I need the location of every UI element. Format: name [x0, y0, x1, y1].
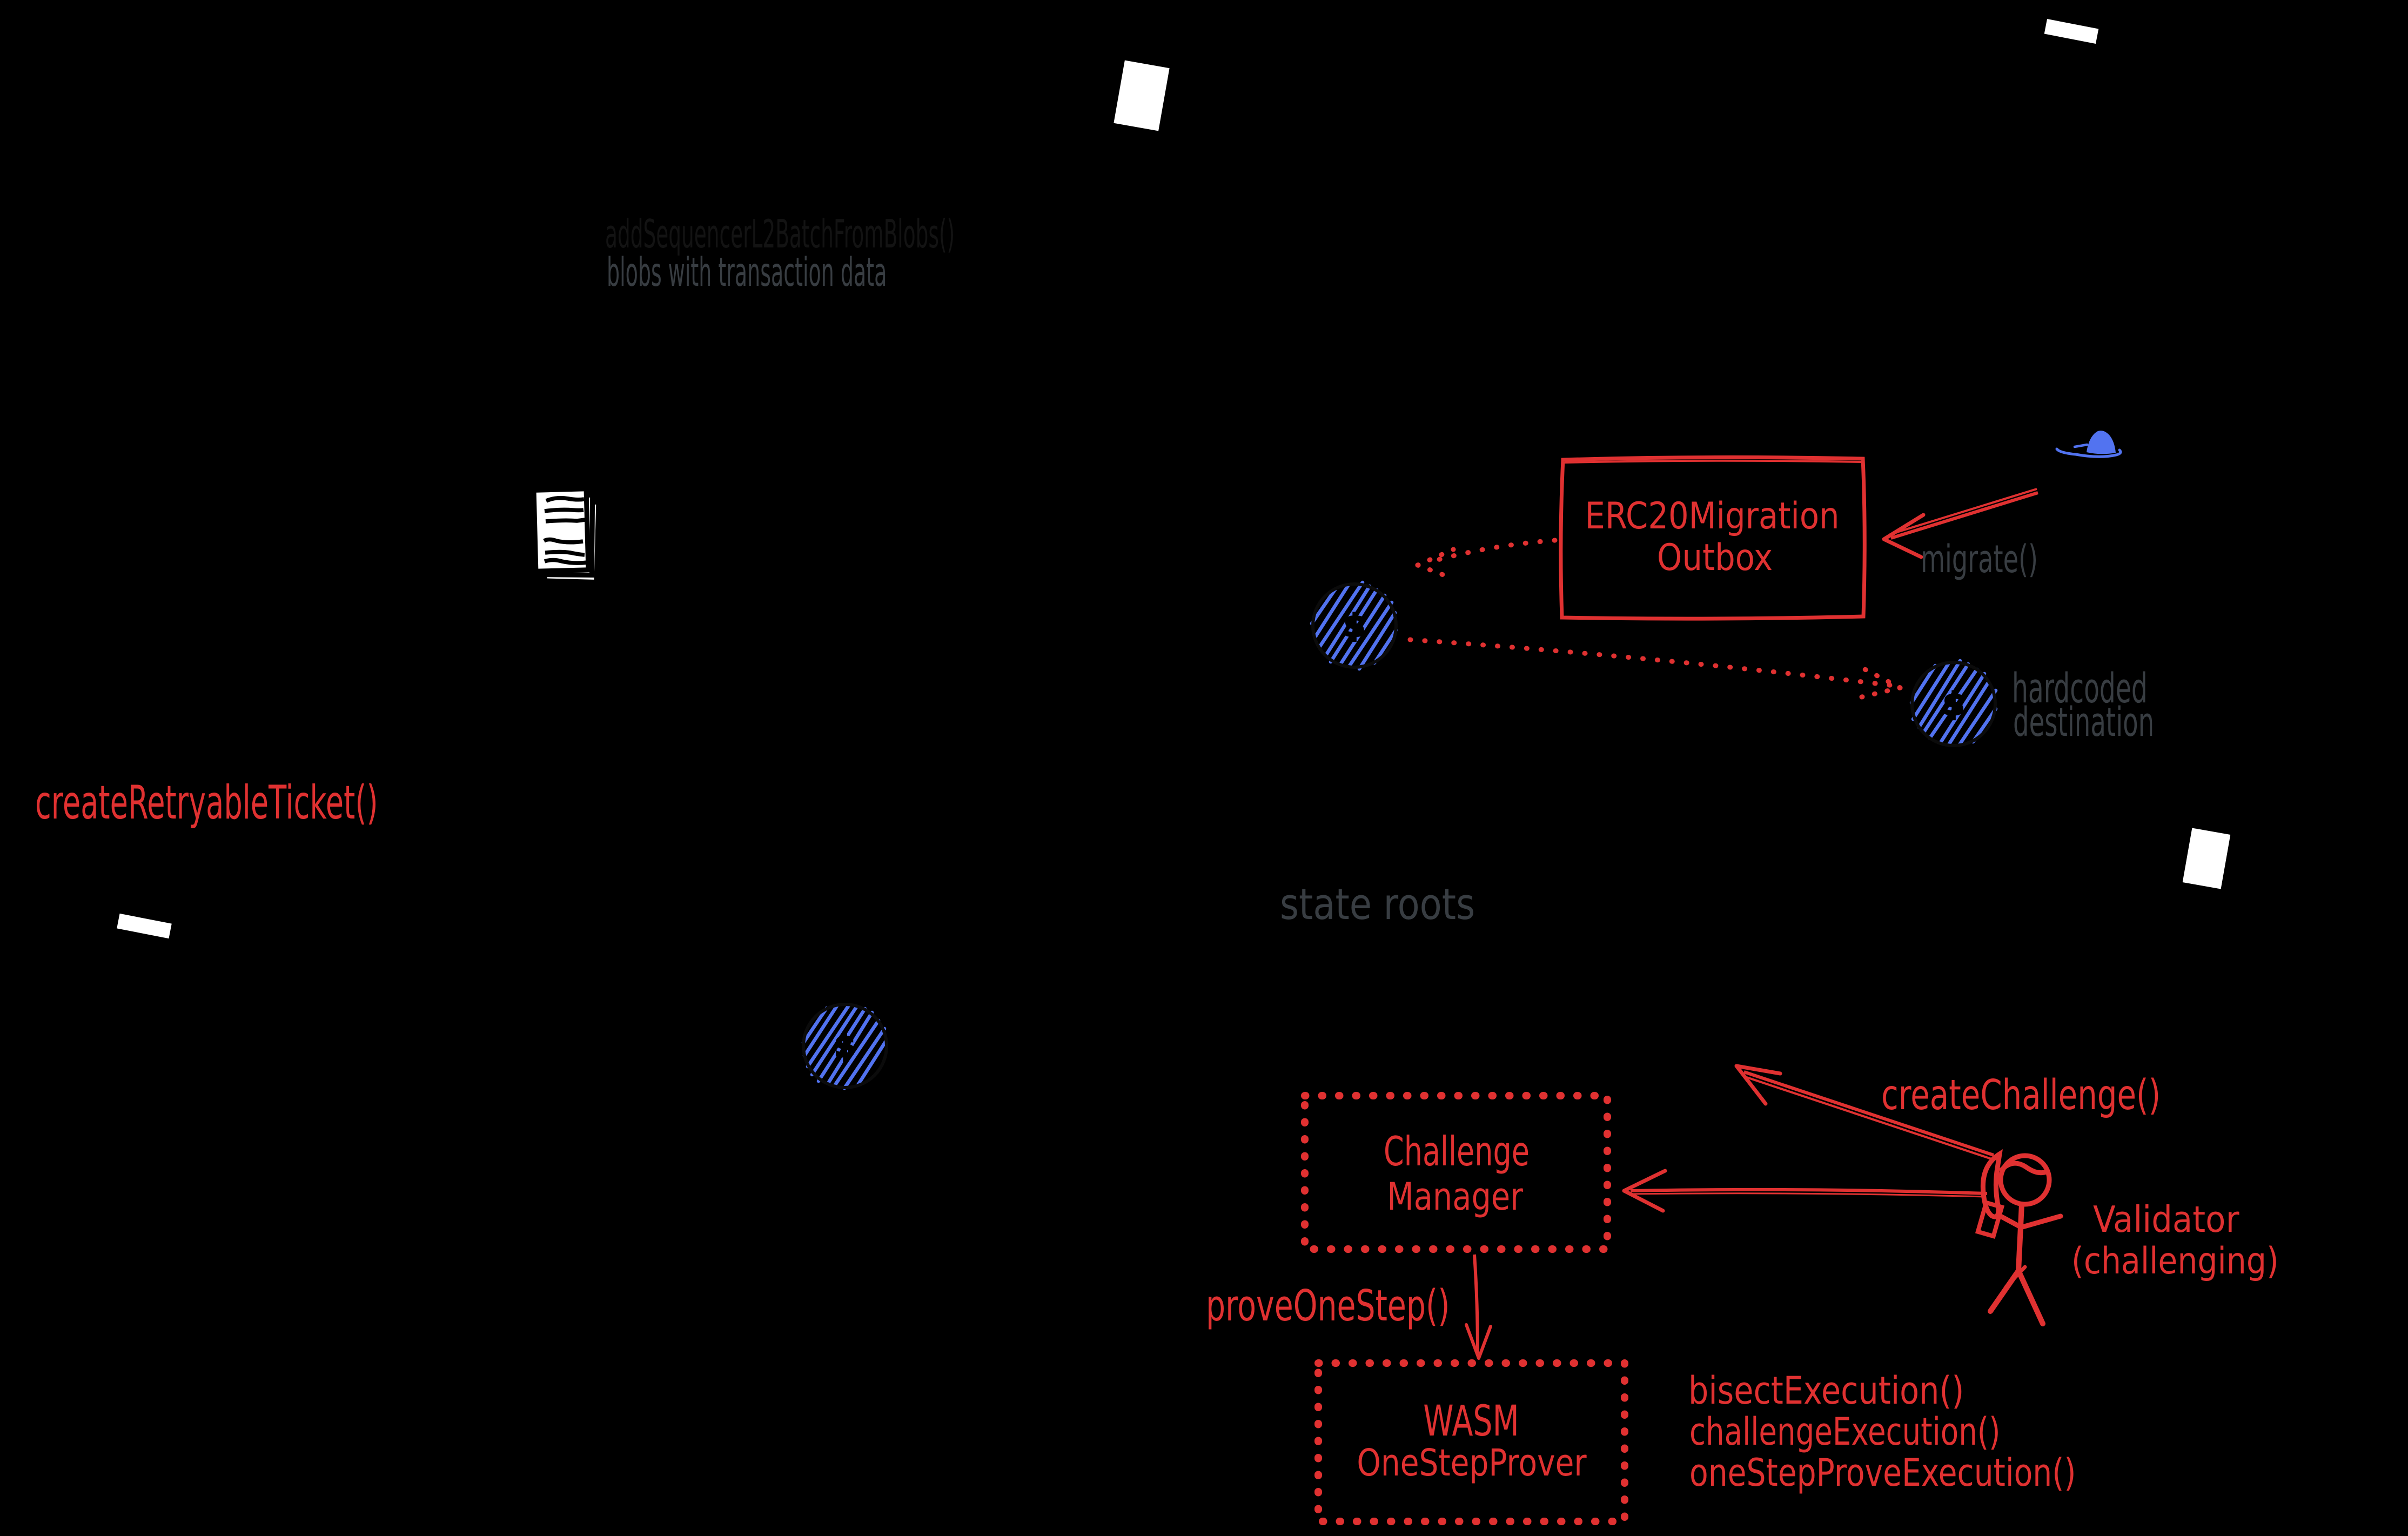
dotted-arrow-outbox-to-coin: [1415, 538, 1558, 581]
erc20-migration-outbox-box: [1559, 455, 1867, 621]
label-cm-line2: Manager: [1387, 1175, 1523, 1219]
label-erc20-line2: Outbox: [1656, 536, 1773, 579]
label-one-step-exec: oneStepProveExecution(): [1689, 1451, 2076, 1495]
block-icon-2: [2044, 19, 2099, 44]
label-cm-line1: Challenge: [1384, 1128, 1530, 1175]
validator-stick-figure-icon: [1975, 1149, 2063, 1326]
block-icon-4: [2182, 828, 2231, 889]
prove-one-step-arrow: [1465, 1254, 1492, 1360]
label-wasm-line1: WASM: [1423, 1397, 1519, 1446]
label-hardcoded-line1: hardcoded: [2012, 664, 2148, 712]
svg-text:$: $: [1344, 607, 1365, 644]
challenge-manager-box: [1301, 1092, 1611, 1253]
label-wasm-line2: OneStepProver: [1357, 1441, 1587, 1485]
label-validator-line2: (challenging): [2071, 1240, 2279, 1283]
label-validator-line1: Validator: [2093, 1198, 2239, 1240]
migrate-arrow: [1882, 488, 2038, 559]
token-coin-icon-2: $: [1909, 659, 1998, 747]
token-coin-icon-3: $: [801, 1003, 888, 1090]
label-prove-one-step: proveOneStep(): [1206, 1281, 1450, 1331]
label-state-roots-note: state roots: [1280, 880, 1475, 929]
label-erc20-line1: ERC20Migration: [1585, 495, 1840, 538]
svg-text:$: $: [1943, 686, 1964, 722]
label-migrate-note: migrate(): [1921, 537, 2038, 581]
block-icon-3: [117, 913, 172, 939]
label-create-challenge: createChallenge(): [1881, 1071, 2161, 1119]
document-stack-icon: [531, 486, 601, 585]
label-hardcoded-line2: destination: [2013, 699, 2155, 746]
label-bisect-exec: bisectExecution(): [1688, 1369, 1964, 1413]
token-coin-icon-1: $: [1310, 580, 1398, 671]
validator-to-manager-arrow: [1622, 1169, 1988, 1213]
label-challenge-exec: challengeExecution(): [1689, 1410, 2001, 1454]
label-blobs-note: blobs with transaction data: [607, 250, 887, 296]
block-icon-1: [1114, 60, 1170, 131]
beanie-hat-icon: [2055, 431, 2122, 458]
label-create-retryable: createRetryableTicket(): [35, 776, 378, 830]
wasm-onestepprover-box: [1314, 1359, 1628, 1525]
label-faint-note: addSequencerL2BatchFromBlobs(): [605, 211, 955, 257]
svg-text:$: $: [834, 1028, 856, 1064]
dotted-arrow-coin-to-coin: [1407, 637, 1903, 700]
create-challenge-arrow: [1734, 1064, 1995, 1161]
